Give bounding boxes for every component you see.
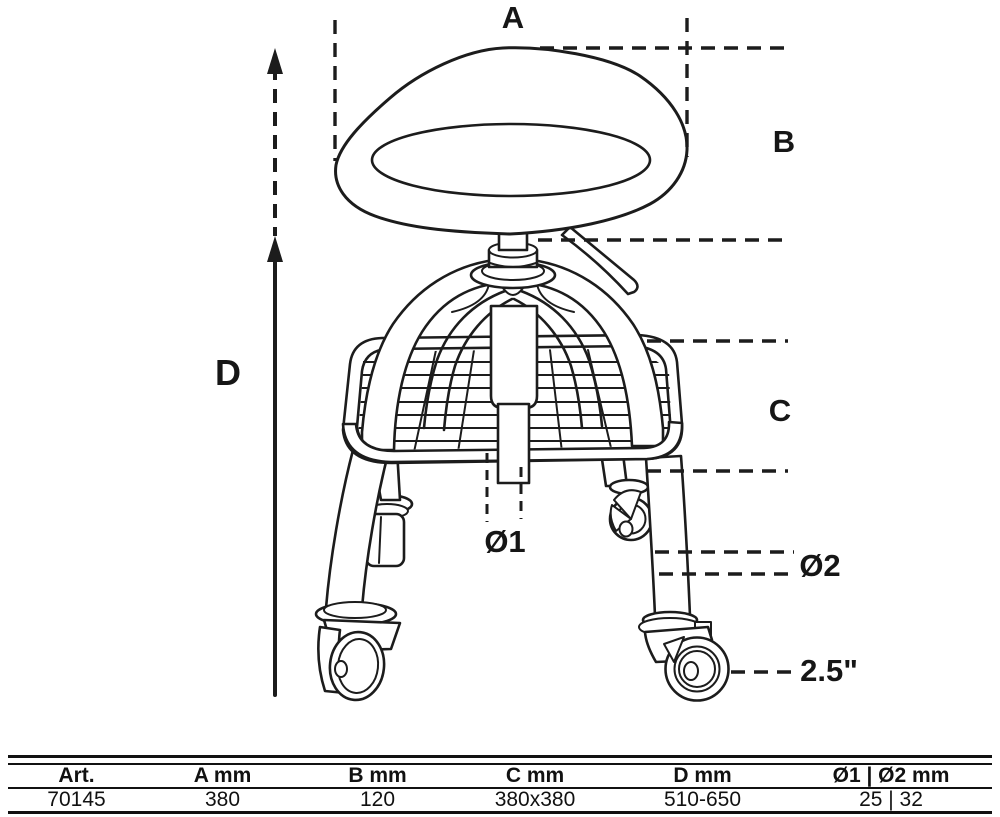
seat <box>334 46 689 236</box>
label-c: C <box>769 393 791 428</box>
label-b: B <box>773 124 795 159</box>
table-header-separator <box>8 787 992 789</box>
tray-rim-front <box>341 420 684 464</box>
header-c-mm: C mm <box>505 764 565 787</box>
front-right-caster <box>638 610 730 702</box>
table-header-row: Art. A mm B mm C mm D mm Ø1 | Ø2 mm <box>8 764 992 787</box>
value-b-mm: 120 <box>359 788 396 811</box>
dimension-labels: A B C D Ø1 Ø2 2.5" <box>215 0 858 688</box>
dimension-lines <box>267 18 796 697</box>
table-border-bottom-thick <box>8 811 992 814</box>
value-dia-mm: 25 | 32 <box>859 788 923 811</box>
value-a-mm: 380 <box>204 788 241 811</box>
front-right-leg <box>644 454 692 618</box>
table-data-row: 70145 380 120 380x380 510-650 25 | 32 <box>8 788 992 811</box>
value-c-mm: 380x380 <box>494 788 576 811</box>
header-b-mm: B mm <box>348 764 407 787</box>
dim-d-mid-arrowhead <box>267 236 283 262</box>
header-d-mm: D mm <box>673 764 732 787</box>
header-art: Art. <box>58 764 95 787</box>
label-dia2: Ø2 <box>799 548 840 583</box>
header-dia-mm: Ø1 | Ø2 mm <box>832 764 950 787</box>
label-dia1: Ø1 <box>484 524 525 559</box>
stool-technical-drawing: A B C D Ø1 Ø2 2.5" <box>215 0 858 702</box>
table-border-top-thin <box>8 763 992 765</box>
label-d: D <box>215 352 241 393</box>
value-d-mm: 510-650 <box>663 788 742 811</box>
gas-lift-column <box>451 283 575 485</box>
dim-d-upper-arrowhead <box>267 48 283 74</box>
front-left-caster <box>314 601 402 702</box>
seat-outline <box>334 46 689 236</box>
label-caster-size: 2.5" <box>800 653 858 688</box>
label-a: A <box>502 0 524 35</box>
seat-cushion-top <box>370 122 652 198</box>
height-lever <box>560 225 639 296</box>
header-a-mm: A mm <box>193 764 252 787</box>
value-art-number: 70145 <box>47 788 106 811</box>
table-border-top-thick <box>8 755 992 758</box>
